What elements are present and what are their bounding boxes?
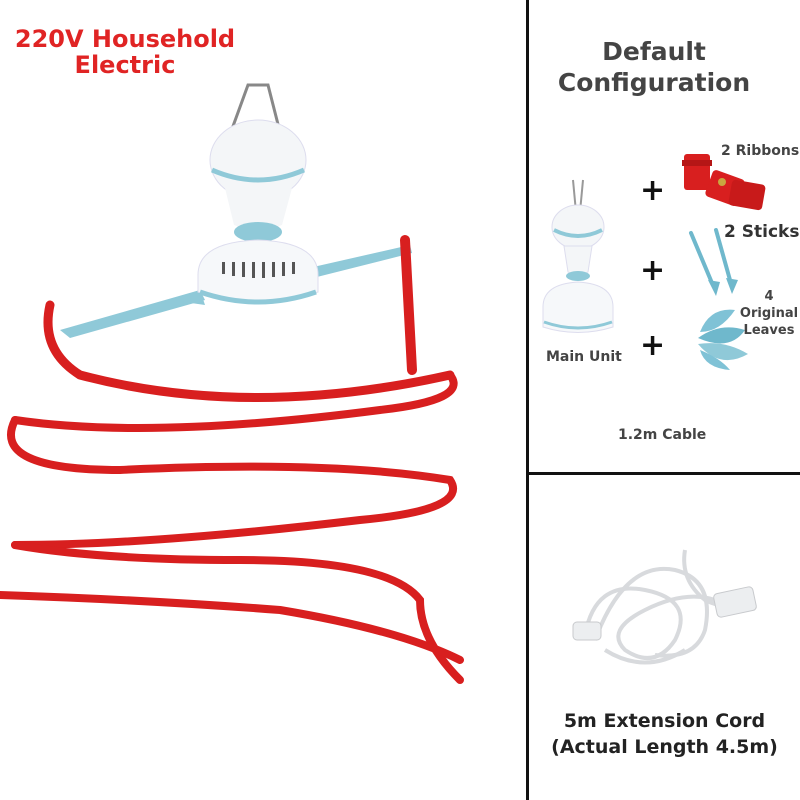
vertical-divider: [526, 0, 529, 800]
leaves-icon: [698, 309, 748, 370]
voltage-headline: 220V Household Electric: [0, 26, 250, 78]
config-title-line2: Configuration: [557, 68, 751, 97]
extension-cord-image: [572, 549, 757, 665]
main-unit-label: Main Unit: [546, 349, 622, 365]
leaves-label-line1: 4: [764, 289, 774, 304]
ribbons-icon: [682, 154, 766, 211]
plus-icon-3: +: [640, 328, 666, 363]
config-title-line1: Default: [602, 37, 706, 66]
sticks-icon: [689, 228, 738, 296]
config-title: Default Configuration: [529, 36, 779, 98]
leaves-label-line2: Original: [739, 306, 799, 321]
extension-cord-line1: 5m Extension Cord: [563, 710, 766, 732]
leaves-label-line3: Leaves: [743, 323, 795, 338]
main-unit-image: [542, 179, 614, 333]
cable-label: 1.2m Cable: [618, 427, 707, 443]
plus-icon-2: +: [640, 253, 666, 288]
voltage-headline-line2: Electric: [74, 51, 176, 79]
leaves-label: 4 Original Leaves: [738, 288, 800, 339]
fan-with-ribbon-image: [0, 83, 464, 684]
sticks-label: 2 Sticks: [724, 222, 800, 242]
extension-cord-line2: (Actual Length 4.5m): [551, 736, 778, 758]
voltage-headline-line1: 220V Household: [14, 25, 236, 53]
extension-cord-caption: 5m Extension Cord (Actual Length 4.5m): [529, 708, 800, 760]
plus-icon-1: +: [640, 173, 666, 208]
horizontal-divider: [526, 472, 800, 475]
ribbons-label: 2 Ribbons: [721, 143, 800, 159]
product-hero-panel: 220V Household Electric: [0, 26, 464, 684]
